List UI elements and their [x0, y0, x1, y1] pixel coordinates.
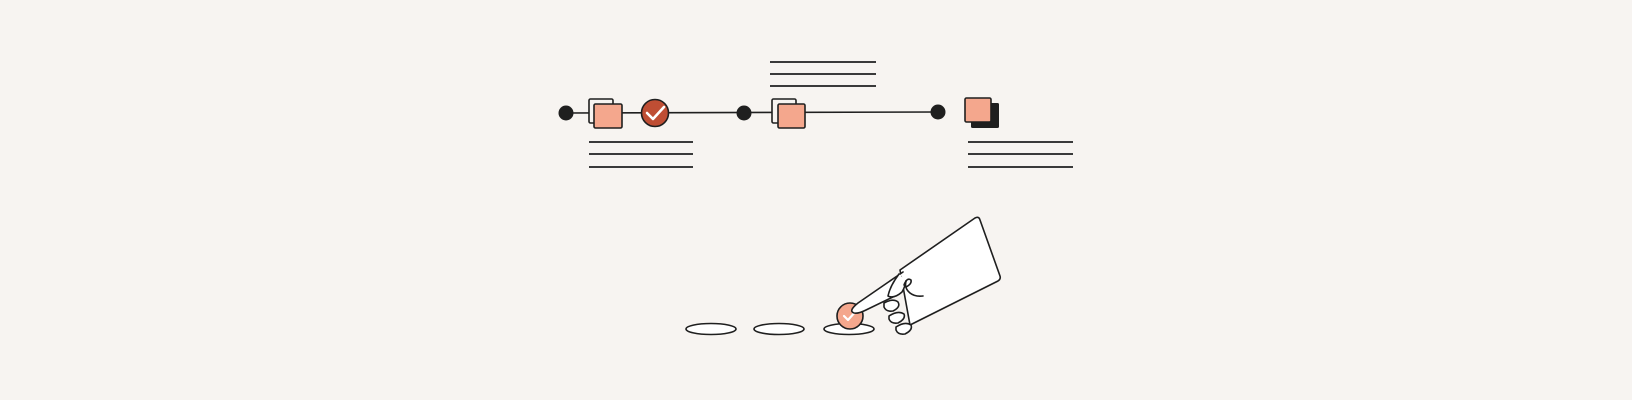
timeline-mid-dot-icon [736, 105, 752, 121]
hand-pointer-icon [850, 216, 1002, 335]
document-icon [964, 97, 999, 128]
option-button-1 [685, 322, 737, 336]
check-icon [640, 98, 670, 128]
text-placeholder-lines [770, 61, 876, 87]
timeline-line [565, 111, 939, 114]
copy-icon [588, 98, 623, 129]
text-placeholder-lines [968, 141, 1073, 168]
option-button-2 [753, 322, 805, 336]
timeline-end-dot-icon [930, 104, 946, 120]
timeline-start-dot-icon [558, 105, 574, 121]
text-placeholder-lines [589, 141, 693, 168]
copy-icon [771, 98, 806, 129]
